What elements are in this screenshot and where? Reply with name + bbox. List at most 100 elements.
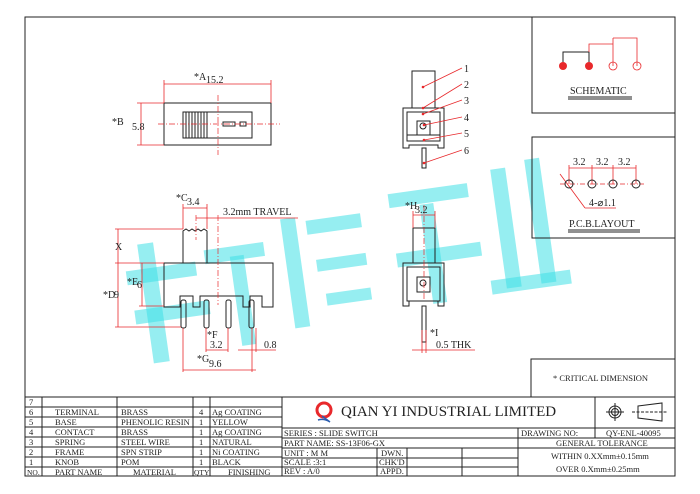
bom-cell-qty: 1	[199, 417, 203, 427]
series-label: SERIES : SLIDE SWITCH	[284, 428, 378, 438]
dim-b-value: 5.8	[132, 122, 145, 133]
side-view: *C 3.4 3.2mm TRAVEL X *D 9 *E 6 *F 3.2 0…	[103, 193, 298, 372]
bom-cell-no: 5	[29, 417, 33, 427]
bom-cell-finish: Ag COATING	[212, 407, 262, 417]
bom-row: 4 CONTACT BRASS 1 Ag COATING	[29, 427, 262, 437]
part-name-label: PART NAME: SS-13F06-GX	[284, 438, 385, 448]
dim-a-value: 15.2	[206, 75, 224, 86]
schematic-label: SCHEMATIC	[570, 86, 627, 97]
bom-cell-finish: Ni COATING	[212, 447, 260, 457]
rev-label: REV : A/0	[284, 466, 320, 476]
bom-row: 7	[29, 397, 33, 407]
third-angle-projection-icon	[606, 402, 668, 422]
bom-cell-qty: 1	[199, 447, 203, 457]
company-logo	[315, 401, 333, 423]
bom-cell-no: 7	[29, 397, 33, 407]
dim-e-label: *E	[127, 277, 138, 288]
bom-cell-part: FRAME	[55, 447, 84, 457]
contact-open-icon	[608, 61, 618, 71]
tolerance-within: WITHIN 0.XXmm±0.15mm	[551, 451, 649, 461]
pcb-layout-label: P.C.B.LAYOUT	[569, 219, 634, 230]
end-view: *H 3.2 *I 0.5 THK	[402, 201, 475, 353]
company-name: QIAN YI INDUSTRIAL LIMITED	[341, 404, 556, 420]
bom-header-part: PART NAME	[55, 467, 102, 477]
pcb-layout-panel: 3.2 3.2 3.2 4-⌀1.1 P.C.B.LAYOUT	[531, 136, 675, 239]
bom-cell-material: POM	[121, 457, 140, 467]
dim-c-value: 3.4	[187, 197, 200, 208]
dim-b-label: *B	[112, 117, 124, 128]
bom-cell-part: SPRING	[55, 437, 85, 447]
balloon-1: 1	[464, 64, 469, 75]
bom-header-finishing: FINISHING	[228, 467, 271, 477]
dim-c-label: *C	[176, 193, 188, 204]
bom-cell-no: 3	[29, 437, 33, 447]
pcb-hole-spec: 4-⌀1.1	[589, 198, 616, 209]
bom-cell-qty: 1	[199, 427, 203, 437]
drawing-no-label: DRAWING NO:	[521, 428, 578, 438]
appd-label: APPD.	[380, 466, 404, 476]
balloon-6: 6	[464, 146, 469, 157]
dim-d-label: *D	[103, 290, 115, 301]
schematic-panel: SCHEMATIC	[531, 17, 675, 114]
bom-cell-finish: NATURAL	[212, 437, 252, 447]
pin-width-value: 0.8	[264, 340, 277, 351]
pcb-hole-icon	[631, 179, 641, 189]
bom-cell-part: BASE	[55, 417, 77, 427]
bom-cell-material: PHENOLIC RESIN	[121, 417, 190, 427]
watermark	[125, 157, 572, 364]
tolerance-over: OVER 0.Xmm±0.25mm	[556, 464, 640, 474]
balloon-4: 4	[464, 113, 469, 124]
dim-h-value: 3.2	[415, 205, 428, 216]
bom-cell-finish: Ag COATING	[212, 427, 262, 437]
bom-row: 3 SPRING STEEL WIRE 1 NATURAL	[29, 437, 252, 447]
critical-dimension-note: * CRITICAL DIMENSION	[553, 373, 648, 383]
bom-header-no: NO.	[27, 468, 40, 477]
contact-closed-icon	[585, 62, 593, 70]
dim-i-label: *I	[430, 328, 438, 339]
chkd-label: CHK'D	[379, 457, 405, 467]
pcb-hole-icon	[564, 179, 574, 189]
balloon-3: 3	[464, 96, 469, 107]
dim-f-label: *F	[207, 330, 218, 341]
bom-cell-material: SPN STRIP	[121, 447, 162, 457]
bom-cell-no: 4	[29, 427, 34, 437]
travel-label: 3.2mm TRAVEL	[223, 207, 292, 218]
dim-g-label: *G	[197, 354, 209, 365]
bom-header-material: MATERIAL	[133, 467, 176, 477]
bom-cell-part: CONTACT	[55, 427, 95, 437]
bom-cell-material: BRASS	[121, 427, 148, 437]
bom-cell-finish: YELLOW	[212, 417, 248, 427]
bom-cell-qty: 1	[199, 437, 203, 447]
unit-label: UNIT : M M	[284, 448, 328, 458]
bom-row: 2 FRAME SPN STRIP 1 Ni COATING	[29, 447, 260, 457]
bom-cell-qty: 4	[199, 407, 204, 417]
bom-cell-part: TERMINAL	[55, 407, 99, 417]
dim-a-label: *A	[194, 72, 207, 83]
bom-cell-no: 2	[29, 447, 33, 457]
dim-h-label: *H	[405, 201, 417, 212]
pcb-hole-icon	[587, 179, 597, 189]
balloon-2: 2	[464, 80, 469, 91]
bom-cell-no: 1	[29, 457, 33, 467]
dim-g-value: 9.6	[209, 359, 222, 370]
dwn-label: DWN.	[381, 448, 403, 458]
drawing-no-value: QY-ENL-40095	[606, 428, 661, 438]
bom-cell-material: STEEL WIRE	[121, 437, 170, 447]
bom-header-qty: QTY	[194, 468, 210, 477]
dim-x-label: X	[115, 242, 123, 253]
bom-cell-qty: 1	[199, 457, 203, 467]
title-block: QIAN YI INDUSTRIAL LIMITED SERIES : SLID…	[281, 396, 676, 477]
dim-e-value: 6	[137, 280, 142, 291]
top-view: *A 15.2 *B 5.8	[112, 72, 280, 155]
pcb-hole-icon	[608, 179, 618, 189]
pcb-pitch-3: 3.2	[618, 157, 631, 168]
scale-label: SCALE :3:1	[284, 457, 326, 467]
bom-cell-material: BRASS	[121, 407, 148, 417]
thickness-value: 0.5 THK	[436, 340, 472, 351]
contact-closed-icon	[559, 62, 567, 70]
dim-d-value: 9	[114, 290, 119, 301]
